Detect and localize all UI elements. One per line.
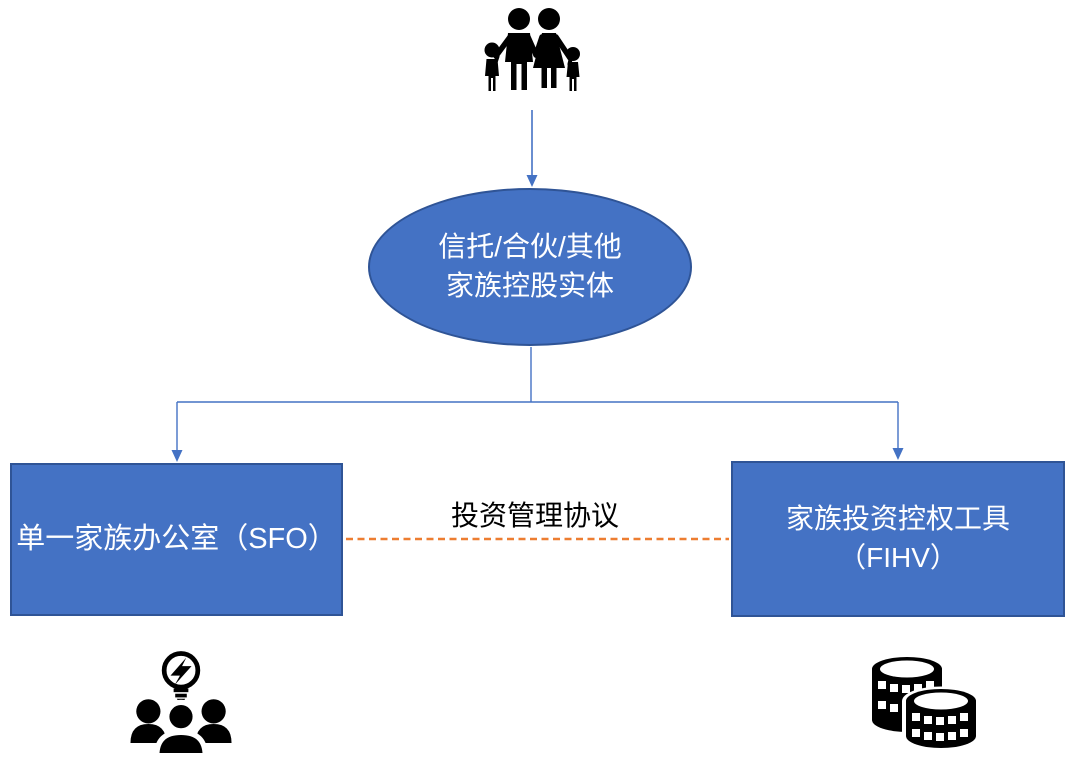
team-idea-icon <box>122 644 240 764</box>
coin-stack-front <box>902 686 980 751</box>
lightbulb-bolt-icon <box>161 651 201 706</box>
node-sfo: 单一家族办公室（SFO） <box>10 463 343 616</box>
family-icon <box>472 6 594 98</box>
branch-connector <box>171 347 904 462</box>
agreement-label: 投资管理协议 <box>450 500 619 531</box>
coins-icon <box>860 650 984 752</box>
sfo-label: 单一家族办公室（SFO） <box>16 523 337 556</box>
team-members <box>130 699 232 759</box>
node-holding-entity: 信托/合伙/其他 家族控股实体 <box>368 188 692 346</box>
holding-entity-line2: 家族控股实体 <box>445 270 614 301</box>
holding-entity-line1: 信托/合伙/其他 <box>438 231 622 263</box>
fihv-line2: （FIHV） <box>838 542 958 573</box>
node-fihv: 家族投资控权工具 （FIHV） <box>731 461 1065 617</box>
arrow-family-to-entity <box>526 110 538 187</box>
fihv-line1: 家族投资控权工具 <box>785 503 1010 535</box>
